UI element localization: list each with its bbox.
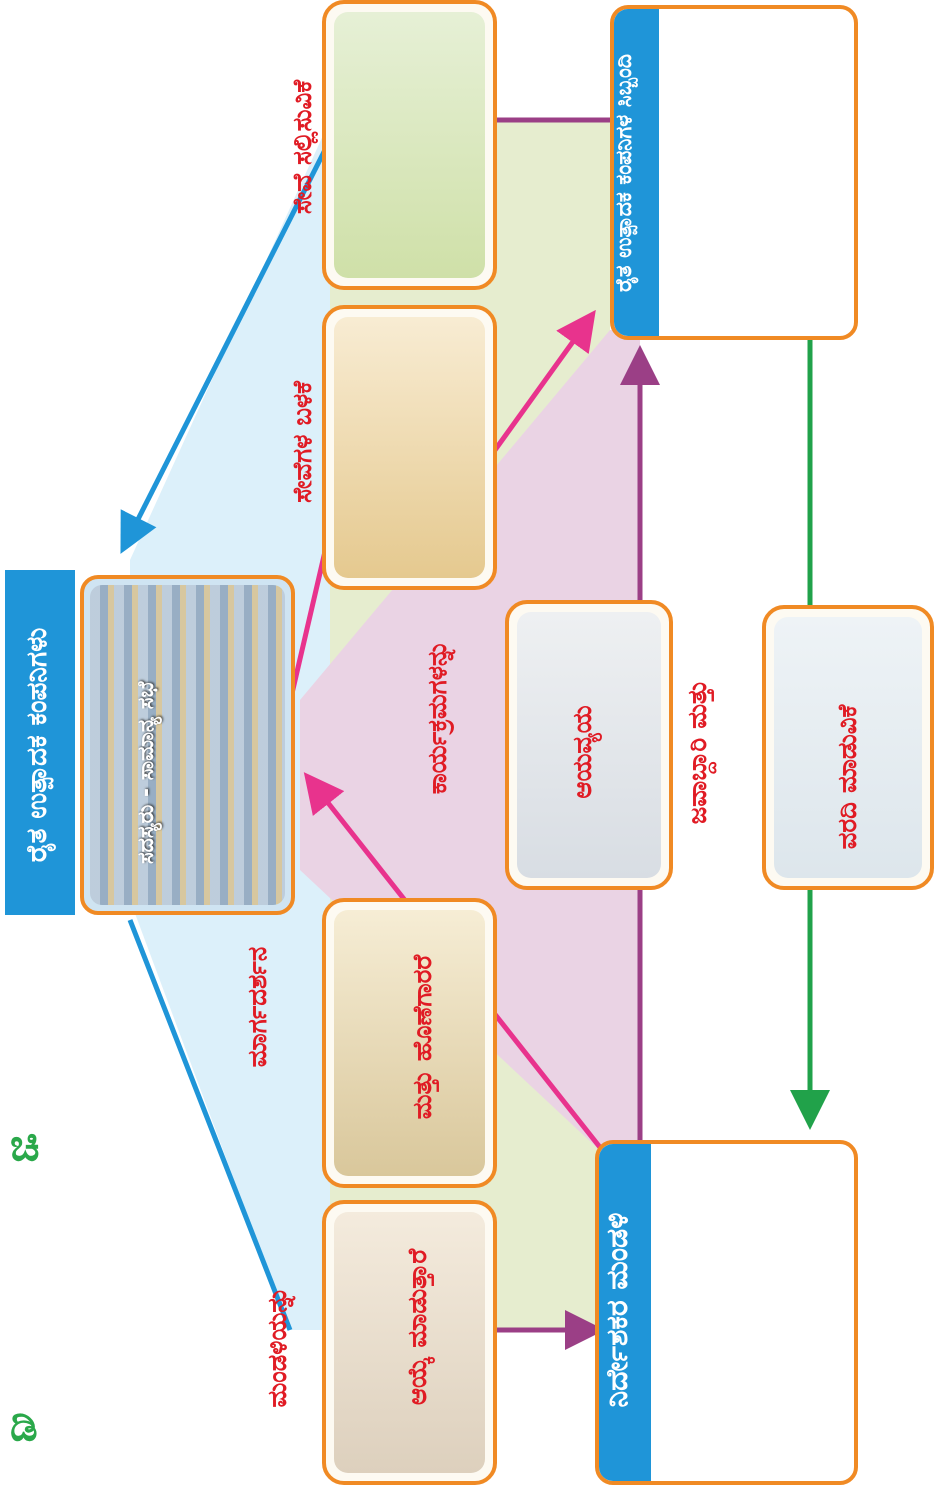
card-budget [505,600,673,890]
card-elect-board [322,1200,497,1485]
members-caption: ಸದಸ್ಯರು - ಸಾಮಾನ್ಯ ಸಭೆ [134,681,159,864]
margin-mark-2: ಡಿ [10,1400,38,1451]
bottom-box-label: ನಿರ್ದೇಶಕರ ಮಂಡಳಿ [600,1212,635,1408]
elect-board-illustration [334,1212,485,1473]
members-general-meeting-image: ಸದಸ್ಯರು - ಸಾಮಾನ್ಯ ಸಭೆ [80,575,295,915]
left-box-label: ರೈತ ಉತ್ಪಾದಕ ಕಂಪನಿಗಳು [20,627,53,863]
card-service-delivery [322,0,497,290]
staff-header [614,9,659,336]
label-karyakramagalannu: ಕಾರ್ಯಕ್ರಮಗಳನ್ನು [423,639,453,795]
top-box-label: ರೈತ ಉತ್ಪಾದಕ ಕಂಪನಿಗಳ ಸಿಬ್ಬಂದಿ [612,54,637,292]
label-seve-salluvike: ಸೇವೆ ಸಲ್ಲಿಸುವಿಕೆ [288,79,318,215]
reporting-illustration [774,617,922,878]
guidance-illustration [334,910,485,1176]
fpo-staff-box [610,5,858,340]
blue-line-lower [127,919,293,1331]
label-mattu-horisuttade: ಮತ್ತು ಹೊಣೆಗಾರರೆ [408,954,438,1120]
card-services-usage [322,305,497,590]
card-guidance-accountability [322,898,497,1188]
blue-arrow-upper [120,138,333,554]
label-varadi-maduvike: ವರದಿ ಮಾಡುವಿಕೆ [833,704,863,850]
budget-illustration [517,612,661,878]
label-jawabdari-mattu: ಜವಾಬ್ದಾರಿ ಮತ್ತು [683,679,713,825]
card-reporting [762,605,934,890]
services-usage-illustration [334,317,485,578]
label-maarga-darshana: ಮಾರ್ಗದರ್ಶನ [243,946,273,1068]
pink-region [300,330,640,1160]
label-ayke-maduttare: ಆಯ್ಕೆ ಮಾಡುತ್ತಾರೆ [403,1248,433,1406]
margin-mark-1: ಚಿ [10,1120,40,1171]
board-of-directors-box [595,1140,858,1485]
label-ayavyaya: ಆಯವ್ಯಯ [568,705,598,799]
label-mandaliyannu: ಮಂಡಳಿಯನ್ನು [263,1286,293,1408]
label-sevegala-balake: ಸೇವೆಗಳ ಬಳಕೆ [288,381,318,503]
left-box-header [5,570,75,915]
board-header [599,1144,651,1481]
pink-arrow-to-top [492,309,596,452]
service-delivery-illustration [334,12,485,278]
